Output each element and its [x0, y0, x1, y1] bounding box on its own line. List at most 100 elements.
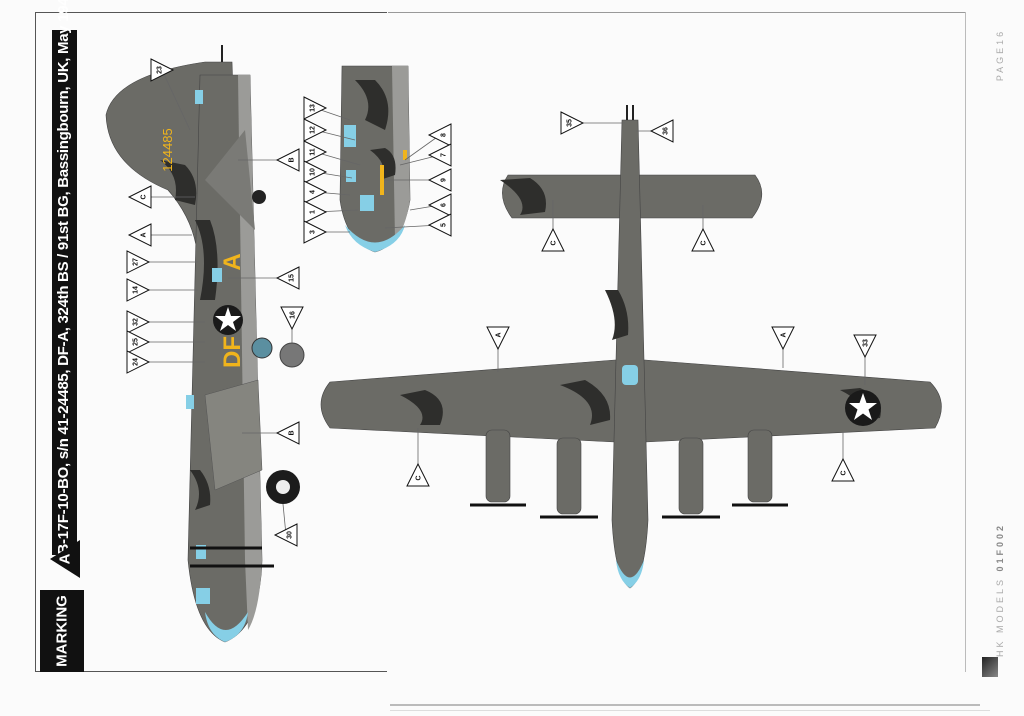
callout-label: 7 — [441, 153, 448, 157]
callout-triangle-icon — [303, 118, 328, 142]
right-page-top-border — [388, 12, 966, 13]
callout-triangle-icon — [303, 220, 328, 244]
callout-triangle-icon — [303, 180, 328, 204]
mottle — [160, 160, 218, 510]
callout-triangle-icon — [126, 278, 151, 302]
callout-label: B — [289, 430, 296, 435]
callout-label: A — [496, 332, 503, 337]
callout-label: 36 — [663, 127, 670, 135]
nose-window — [360, 195, 374, 211]
callout-label: 6 — [441, 203, 448, 207]
callout-triangle-icon — [427, 143, 452, 167]
callout-label: A — [781, 332, 788, 337]
cockpit-window — [196, 588, 210, 604]
callout-nose-detail: 6 — [409, 193, 452, 217]
callout-side-profile: 16 — [280, 306, 304, 343]
top-view — [320, 105, 942, 589]
horizontal-stabilizer — [205, 130, 255, 230]
callout-label: 8 — [441, 133, 448, 137]
callout-top-view: C — [541, 200, 565, 252]
callout-label: 32 — [133, 318, 140, 326]
callout-triangle-icon — [303, 140, 328, 164]
callout-triangle-icon — [127, 185, 152, 209]
nose-mottle — [355, 80, 396, 180]
callout-label: C — [141, 194, 148, 199]
callout-triangle-icon — [406, 462, 430, 487]
callout-side-profile: B — [238, 148, 300, 172]
wheel-hub — [276, 480, 290, 494]
cockpit-glazing — [622, 365, 638, 385]
callout-triangle-icon — [427, 213, 452, 237]
callout-side-profile: 15 — [228, 266, 300, 290]
serial-number: 124485 — [160, 128, 175, 171]
callout-triangle-icon — [427, 193, 452, 217]
tail-window — [195, 90, 203, 104]
callout-triangle-icon — [275, 266, 300, 290]
radio-window — [212, 268, 222, 282]
callout-triangle-icon — [126, 330, 151, 354]
callout-triangle-icon — [275, 421, 300, 445]
callout-label: 23 — [157, 66, 164, 74]
callout-side-profile: 23 — [150, 58, 191, 131]
callout-nose-detail: 13 — [303, 96, 351, 121]
callout-top-view: 33 — [853, 334, 877, 385]
callout-triangle-icon — [427, 168, 452, 192]
callout-triangle-icon — [649, 119, 674, 143]
propellers — [470, 503, 788, 519]
hk-models-logo — [982, 657, 998, 677]
callout-label: 5 — [441, 223, 448, 227]
aircraft-letter: A — [219, 253, 246, 270]
wing-root — [204, 379, 263, 491]
callout-triangle-icon — [831, 457, 855, 482]
callout-markers: 23BCA27141532252416B30131211104138796535… — [126, 58, 877, 547]
callout-leader-line — [404, 134, 441, 161]
callout-triangle-icon — [275, 148, 300, 172]
marking-triangle-icon — [50, 540, 80, 578]
callout-side-profile: B — [242, 421, 300, 445]
title-bar — [52, 30, 77, 555]
callout-label: 1 — [310, 210, 317, 214]
yellow-stencil — [403, 150, 407, 160]
callout-label: B — [289, 157, 296, 162]
right-page-edge — [965, 12, 966, 672]
callout-top-view: C — [406, 428, 430, 487]
callout-label: 13 — [310, 104, 317, 112]
side-profile: 124485 A DF — [105, 45, 305, 643]
nose-underside — [392, 66, 410, 240]
callout-triangle-icon — [853, 334, 877, 359]
nose-cone-glazing — [345, 225, 405, 252]
callout-label: 12 — [310, 126, 317, 134]
callout-triangle-icon — [150, 58, 175, 82]
callout-top-view: 36 — [636, 119, 674, 143]
page-bottom-edge — [390, 704, 980, 706]
callout-label: 11 — [310, 148, 317, 156]
callout-label: C — [841, 470, 848, 475]
callout-triangle-icon — [303, 96, 328, 120]
callout-triangle-icon — [427, 123, 452, 147]
callout-top-view: A — [771, 326, 795, 368]
yellow-stencil — [380, 165, 384, 195]
callout-triangle-icon — [541, 227, 565, 252]
callout-leader-line — [161, 69, 191, 131]
callout-top-view: C — [831, 432, 855, 482]
callout-side-profile: 30 — [273, 503, 298, 547]
callout-triangle-icon — [127, 223, 152, 247]
nose-detail-view — [339, 65, 411, 253]
callout-nose-detail: 4 — [303, 180, 351, 204]
nose-window — [344, 125, 356, 147]
callout-nose-detail: 11 — [303, 140, 361, 166]
tail-wheel — [252, 190, 266, 204]
callout-label: C — [701, 240, 708, 245]
nose-glazing — [205, 612, 248, 642]
callout-label: 16 — [290, 311, 297, 319]
callout-triangle-icon — [486, 326, 510, 351]
callout-label: 9 — [441, 178, 448, 182]
callout-triangle-icon — [126, 310, 151, 334]
callout-label: 24 — [133, 358, 140, 366]
nose-window — [346, 170, 356, 182]
callout-label: C — [551, 240, 558, 245]
callout-nose-detail: 1 — [303, 200, 359, 224]
callout-nose-detail: 5 — [384, 213, 452, 237]
cockpit-window — [196, 545, 206, 559]
